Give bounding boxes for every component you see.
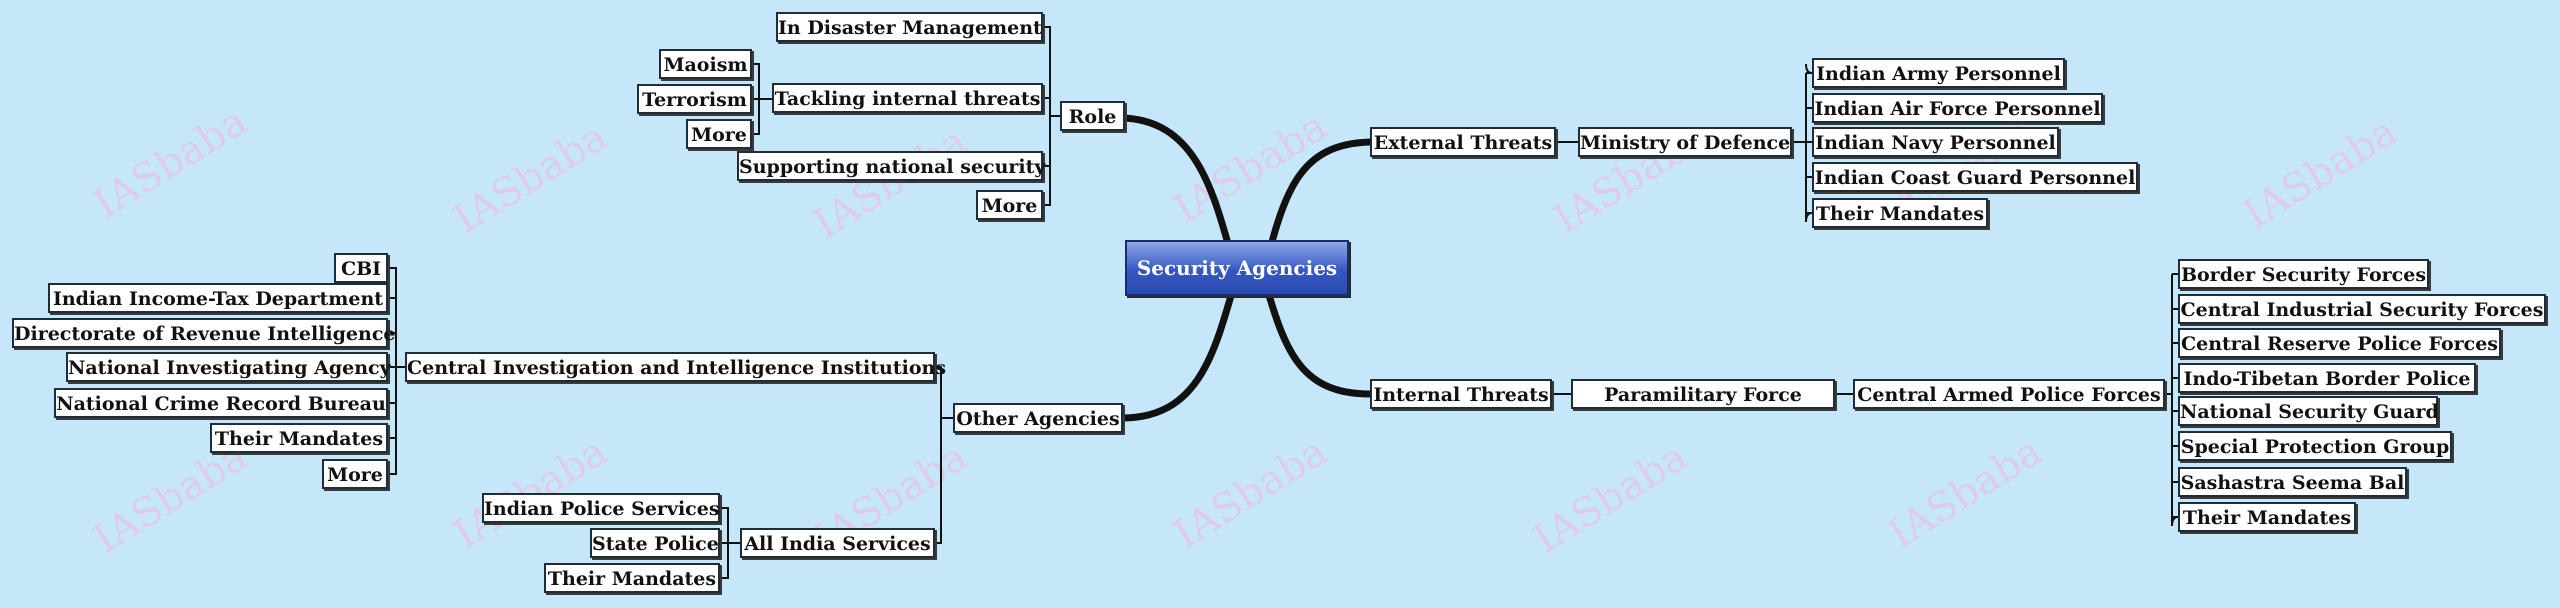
- root-node[interactable]: Security Agencies: [1125, 240, 1349, 296]
- node-tackling-internal-threats[interactable]: Tackling internal threats: [772, 83, 1043, 113]
- node-cbi[interactable]: CBI: [334, 253, 388, 283]
- node-sashastra-seema-bal[interactable]: Sashastra Seema Bal: [2178, 467, 2407, 497]
- node-indo-tibetan-border-police[interactable]: Indo-Tibetan Border Police: [2178, 363, 2476, 393]
- node-more[interactable]: More: [976, 190, 1043, 220]
- node-indian-air-force-personnel[interactable]: Indian Air Force Personnel: [1812, 93, 2103, 123]
- node-their-mandates[interactable]: Their Mandates: [544, 563, 720, 593]
- node-paramilitary-force[interactable]: Paramilitary Force: [1571, 379, 1835, 409]
- node-maoism[interactable]: Maoism: [659, 49, 752, 79]
- node-supporting-national-security[interactable]: Supporting national security: [737, 151, 1045, 181]
- node-their-mandates[interactable]: Their Mandates: [210, 423, 388, 453]
- node-central-investigation-intelligence[interactable]: Central Investigation and Intelligence I…: [405, 352, 946, 382]
- node-national-investigating-agency[interactable]: National Investigating Agency: [66, 352, 391, 382]
- node-indian-coast-guard-personnel[interactable]: Indian Coast Guard Personnel: [1812, 162, 2138, 192]
- node-ministry-of-defence[interactable]: Ministry of Defence: [1578, 127, 1792, 157]
- node-terrorism[interactable]: Terrorism: [637, 84, 752, 114]
- node-central-industrial-security-forces[interactable]: Central Industrial Security Forces: [2178, 294, 2546, 324]
- node-national-security-guard[interactable]: National Security Guard: [2178, 396, 2439, 426]
- node-disaster-management[interactable]: In Disaster Management: [776, 12, 1043, 42]
- node-their-mandates[interactable]: Their Mandates: [2178, 502, 2356, 532]
- branch-internal-threats[interactable]: Internal Threats: [1370, 379, 1552, 409]
- node-income-tax-department[interactable]: Indian Income-Tax Department: [48, 283, 388, 313]
- node-more[interactable]: More: [322, 459, 388, 489]
- node-all-india-services[interactable]: All India Services: [740, 528, 935, 558]
- node-central-armed-police-forces[interactable]: Central Armed Police Forces: [1853, 379, 2165, 409]
- node-border-security-forces[interactable]: Border Security Forces: [2178, 259, 2429, 289]
- node-revenue-intelligence[interactable]: Directorate of Revenue Intelligence: [12, 318, 395, 348]
- node-more[interactable]: More: [686, 119, 752, 149]
- node-indian-navy-personnel[interactable]: Indian Navy Personnel: [1812, 127, 2059, 157]
- node-central-reserve-police-forces[interactable]: Central Reserve Police Forces: [2178, 328, 2501, 358]
- node-indian-army-personnel[interactable]: Indian Army Personnel: [1812, 58, 2065, 88]
- node-national-crime-record-bureau[interactable]: National Crime Record Bureau: [54, 388, 388, 418]
- branch-role[interactable]: Role: [1060, 101, 1125, 131]
- node-their-mandates[interactable]: Their Mandates: [1812, 198, 1988, 228]
- node-indian-police-services[interactable]: Indian Police Services: [482, 493, 720, 523]
- node-special-protection-group[interactable]: Special Protection Group: [2178, 431, 2452, 461]
- branch-external-threats[interactable]: External Threats: [1370, 127, 1556, 157]
- branch-other-agencies[interactable]: Other Agencies: [953, 403, 1123, 433]
- node-state-police[interactable]: State Police: [590, 528, 720, 558]
